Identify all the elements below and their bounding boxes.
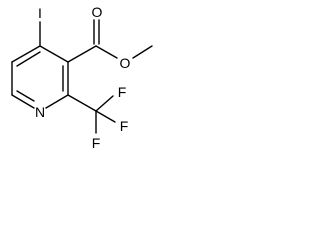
bond-cf3-f-right	[95, 110, 116, 123]
atom-fluorine-right: F	[120, 118, 129, 134]
bond-c2-cf3	[67, 94, 97, 112]
bond-cf3-f-upper	[95, 95, 114, 112]
bond-c5-c4	[11, 45, 41, 63]
bond-c2-n1	[45, 94, 69, 109]
atom-fluorine-upper-right: F	[118, 84, 127, 100]
atom-carbonyl-oxygen: O	[92, 4, 103, 20]
atom-ester-oxygen: O	[120, 55, 131, 71]
bond-n1-c6-inner	[16, 90, 35, 102]
atom-fluorine-lower: F	[92, 135, 101, 151]
bond-c5-c4-inner	[16, 51, 41, 67]
atom-nitrogen: N	[35, 104, 45, 120]
bond-carbonyl-ester-o	[95, 45, 118, 59]
bond-n1-c6	[11, 94, 35, 109]
atom-iodine: I	[38, 5, 42, 21]
bond-ester-o-methyl	[132, 45, 153, 59]
bond-c3-carbonyl	[67, 45, 97, 63]
bond-c4-c3	[39, 45, 69, 63]
